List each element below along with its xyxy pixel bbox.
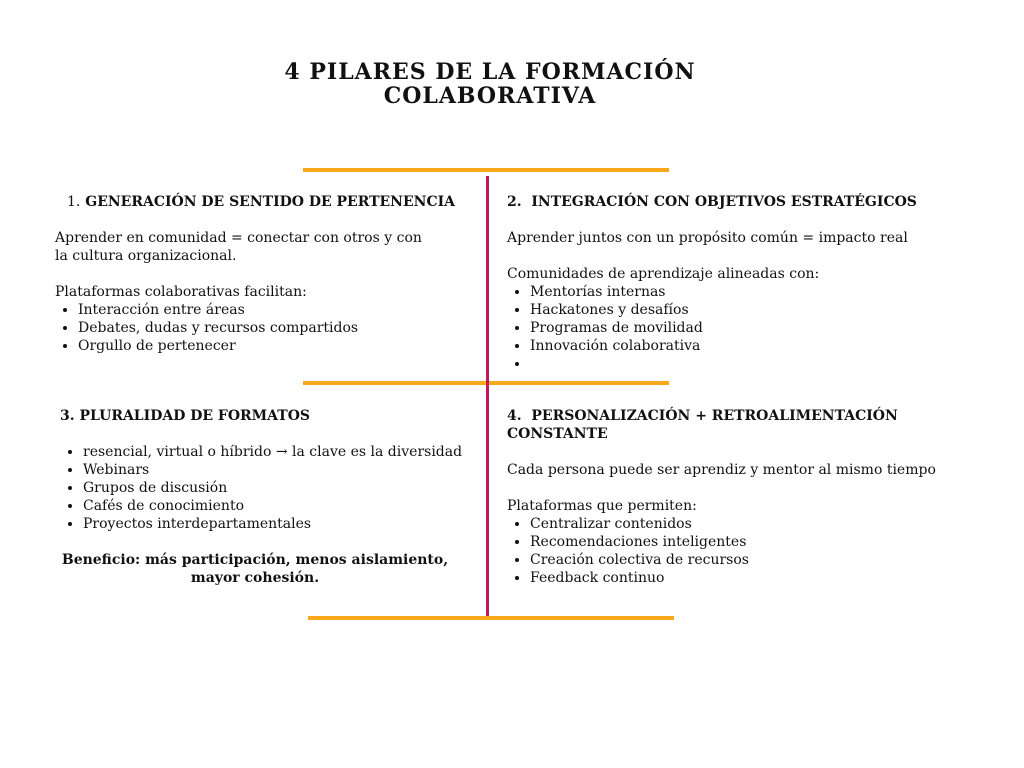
pillar-4-title: PERSONALIZACIÓN + RETROALIMENTACIÓN CONS… [507, 408, 898, 442]
list-item: Proyectos interdepartamentales [83, 515, 480, 533]
pillar-1: 1. GENERACIÓN DE SENTIDO DE PERTENENCIA … [55, 193, 475, 355]
pillar-4-list-intro: Plataformas que permiten: [507, 498, 697, 514]
pillar-2-heading: 2. INTEGRACIÓN CON OBJETIVOS ESTRATÉGICO… [507, 193, 987, 211]
list-item: Debates, dudas y recursos compartidos [78, 319, 475, 337]
page-title: 4 PILARES DE LA FORMACIÓN COLABORATIVA [0, 60, 980, 108]
pillar-2-list-intro: Comunidades de aprendizaje alineadas con… [507, 266, 820, 282]
pillar-3-title: PLURALIDAD DE FORMATOS [79, 408, 311, 424]
pillar-3-number: 3. [60, 408, 75, 424]
pillar-1-paragraph: Aprender en comunidad = conectar con otr… [55, 230, 422, 264]
list-item: Webinars [83, 461, 480, 479]
pillar-2-list: Mentorías internas Hackatones y desafíos… [507, 283, 987, 373]
list-item: Mentorías internas [530, 283, 987, 301]
pillar-2-title: INTEGRACIÓN CON OBJETIVOS ESTRATÉGICOS [531, 194, 917, 210]
pillar-2-number: 2. [507, 194, 522, 210]
pillar-4-paragraph: Cada persona puede ser aprendiz y mentor… [507, 462, 936, 478]
list-item: Orgullo de pertenecer [78, 337, 475, 355]
pillar-1-list: Interacción entre áreas Debates, dudas y… [55, 301, 475, 355]
list-item: Grupos de discusión [83, 479, 480, 497]
list-item: Centralizar contenidos [530, 515, 997, 533]
list-item: Feedback continuo [530, 569, 997, 587]
pillar-3-list: resencial, virtual o híbrido → la clave … [60, 443, 480, 533]
list-item: Interacción entre áreas [78, 301, 475, 319]
pillar-1-title: GENERACIÓN DE SENTIDO DE PERTENENCIA [85, 194, 456, 210]
pillar-3-benefit: Beneficio: más participación, menos aisl… [61, 552, 449, 586]
pillar-4-heading: 4. PERSONALIZACIÓN + RETROALIMENTACIÓN C… [507, 407, 997, 443]
list-item: Programas de movilidad [530, 319, 987, 337]
list-item: Cafés de conocimiento [83, 497, 480, 515]
vertical-divider [486, 176, 489, 616]
pillar-3-heading: 3. PLURALIDAD DE FORMATOS [60, 407, 480, 425]
list-item: Hackatones y desafíos [530, 301, 987, 319]
pillar-3: 3. PLURALIDAD DE FORMATOS resencial, vir… [60, 407, 480, 587]
top-orange-line [303, 168, 669, 172]
pillar-1-number: 1. [67, 194, 81, 210]
pillar-1-list-intro: Plataformas colaborativas facilitan: [55, 284, 307, 300]
list-item [530, 355, 987, 373]
pillar-4-list: Centralizar contenidos Recomendaciones i… [507, 515, 997, 587]
list-item: Creación colectiva de recursos [530, 551, 997, 569]
list-item: Innovación colaborativa [530, 337, 987, 355]
pillar-2-paragraph: Aprender juntos con un propósito común =… [507, 230, 908, 246]
list-item: Recomendaciones inteligentes [530, 533, 997, 551]
list-item: resencial, virtual o híbrido → la clave … [83, 443, 480, 461]
pillar-2: 2. INTEGRACIÓN CON OBJETIVOS ESTRATÉGICO… [507, 193, 987, 373]
title-line-2: COLABORATIVA [383, 83, 597, 109]
pillar-4-number: 4. [507, 408, 522, 424]
bottom-orange-line [308, 616, 674, 620]
title-line-1: 4 PILARES DE LA FORMACIÓN [284, 59, 696, 85]
pillar-1-heading: 1. GENERACIÓN DE SENTIDO DE PERTENENCIA [55, 193, 475, 211]
pillar-4: 4. PERSONALIZACIÓN + RETROALIMENTACIÓN C… [507, 407, 997, 587]
